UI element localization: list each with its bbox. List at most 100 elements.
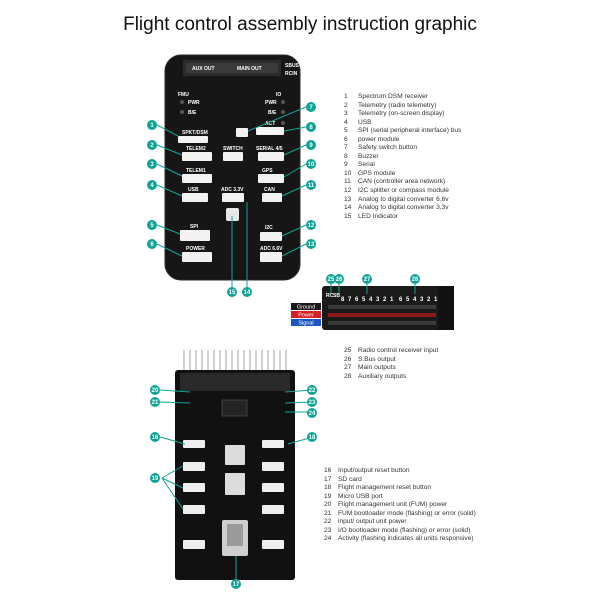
callout-25: 25: [326, 274, 336, 284]
callout-22: 22: [307, 385, 317, 395]
svg-text:21: 21: [152, 400, 159, 406]
callout-13: 13: [306, 239, 316, 249]
power-label: POWER: [186, 246, 205, 252]
callout-15: 15: [227, 287, 237, 297]
svg-text:28: 28: [412, 277, 419, 283]
svg-text:5: 5: [362, 297, 366, 303]
callout-5: 5: [147, 220, 157, 230]
svg-text:22: 22: [309, 388, 316, 394]
svg-text:17: 17: [233, 582, 240, 588]
svg-text:26: 26: [336, 277, 343, 283]
callout-1: 1: [147, 120, 157, 130]
svg-text:3: 3: [376, 297, 380, 303]
svg-text:10: 10: [308, 162, 315, 168]
callout-6: 6: [147, 239, 157, 249]
svg-text:2: 2: [150, 143, 154, 149]
svg-text:11: 11: [308, 183, 315, 189]
svg-text:13: 13: [308, 242, 315, 248]
rail-channel-numbers: 8 7 6 5 4 3 2 1 6 5 4 3 2 1: [341, 297, 438, 303]
i2c-label: I2C: [265, 225, 273, 231]
callout-8: 8: [306, 122, 316, 132]
callout-7: 7: [306, 102, 316, 112]
can-label: CAN: [264, 187, 275, 193]
svg-text:2: 2: [427, 297, 431, 303]
svg-text:3: 3: [150, 162, 154, 168]
io-pwr-label: PWR: [265, 100, 277, 106]
callout-4: 4: [147, 180, 157, 190]
io-label: IO: [276, 92, 281, 98]
svg-text:5: 5: [150, 223, 154, 229]
serial45-label: SERIAL 4/5: [256, 146, 283, 152]
switch-label: SWITCH: [223, 146, 243, 152]
callout-27: 27: [362, 274, 372, 284]
telem1-label: TELEM1: [186, 168, 206, 174]
svg-text:1: 1: [390, 297, 394, 303]
svg-text:19: 19: [152, 476, 159, 482]
rail-rc-label: RC: [326, 293, 334, 299]
svg-text:23: 23: [309, 400, 316, 406]
main-out-label: MAIN OUT: [237, 66, 262, 72]
callout-21: 21: [150, 397, 160, 407]
callout-9: 9: [306, 140, 316, 150]
svg-text:1: 1: [150, 123, 154, 129]
svg-text:16: 16: [152, 435, 159, 441]
act-label: ACT: [265, 121, 275, 127]
sbus-label: SBUS: [285, 63, 300, 69]
gps-label: GPS: [262, 168, 273, 174]
ground-row-label: Ground: [297, 305, 315, 311]
signal-row-label: Signal: [298, 321, 313, 327]
rail-pin-rows: [328, 305, 436, 325]
callout-26: 26: [334, 274, 344, 284]
svg-text:24: 24: [309, 411, 316, 417]
callout-11: 11: [306, 180, 316, 190]
svg-text:8: 8: [309, 125, 313, 131]
svg-text:5: 5: [406, 297, 410, 303]
usb-label: USB: [188, 187, 199, 193]
svg-text:12: 12: [308, 223, 315, 229]
svg-text:7: 7: [348, 297, 352, 303]
callout-17: 17: [231, 579, 241, 589]
power-row-label: Power: [298, 313, 314, 319]
adc66-label: ADC 6.6V: [260, 246, 283, 252]
rail-sb-label: SB: [333, 293, 340, 299]
svg-text:25: 25: [328, 277, 335, 283]
fmu-be-label: B/E: [188, 110, 197, 116]
callout-10: 10: [306, 159, 316, 169]
callout-16: 16: [150, 432, 160, 442]
aux-out-label: AUX OUT: [192, 66, 215, 72]
svg-text:20: 20: [152, 388, 159, 394]
rcin-label: RCIN: [285, 71, 298, 77]
svg-text:4: 4: [413, 297, 417, 303]
callout-3: 3: [147, 159, 157, 169]
callout-18: 18: [307, 432, 317, 442]
svg-text:9: 9: [309, 143, 313, 149]
fmu-label: FMU: [178, 92, 189, 98]
svg-text:8: 8: [341, 297, 345, 303]
